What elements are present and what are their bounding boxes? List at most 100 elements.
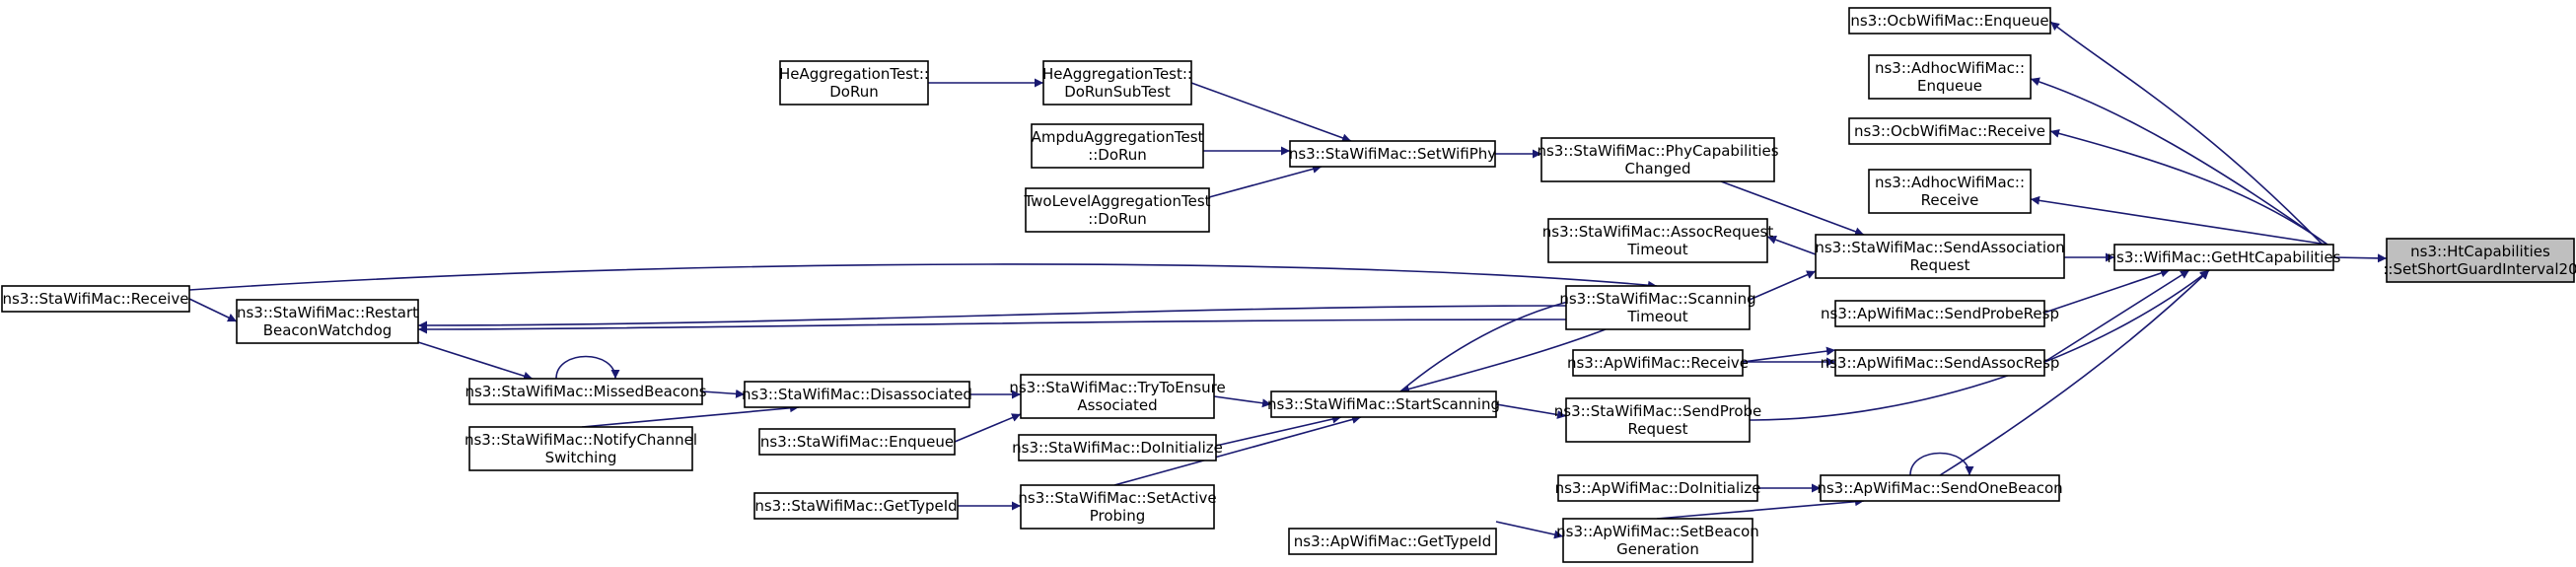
- node-twolevel[interactable]: TwoLevelAggregationTest::DoRun: [1023, 187, 1211, 233]
- node-label: ns3::ApWifiMac::SendProbeResp: [1821, 305, 2059, 322]
- node-label: ns3::StaWifiMac::GetTypeId: [754, 497, 957, 515]
- edge-4: [2030, 195, 2328, 246]
- node-box: [1815, 234, 2065, 279]
- node-label: Receive: [1921, 191, 1979, 209]
- node-label: Request: [1910, 256, 1970, 274]
- node-label: ns3::StaWifiMac::Receive: [3, 290, 189, 308]
- node-ocbrecv[interactable]: ns3::OcbWifiMac::Receive: [1848, 117, 2051, 145]
- edge-35: [188, 263, 1658, 291]
- node-box: [236, 299, 419, 344]
- edge-8: [1939, 269, 2210, 476]
- node-label: HeAggregationTest::: [779, 65, 929, 83]
- node-starecv[interactable]: ns3::StaWifiMac::Receive: [1, 285, 190, 313]
- node-ampdu[interactable]: AmpduAggregationTest::DoRun: [1031, 123, 1204, 169]
- node-label: ::DoRun: [1088, 146, 1147, 164]
- node-hedosub[interactable]: HeAggregationTest::DoRunSubTest: [1042, 60, 1192, 106]
- node-aprecv[interactable]: ns3::ApWifiMac::Receive: [1567, 349, 1749, 377]
- edge-9: [1720, 180, 1865, 237]
- node-disassoc[interactable]: ns3::StaWifiMac::Disassociated: [742, 381, 972, 408]
- node-label: ns3::StaWifiMac::TryToEnsure: [1009, 379, 1225, 396]
- edge-31: [701, 389, 746, 398]
- node-box: [1031, 123, 1204, 169]
- node-adhocrecv[interactable]: ns3::AdhocWifiMac::Receive: [1868, 169, 2032, 214]
- node-label: Probing: [1090, 507, 1146, 525]
- node-box: [1289, 140, 1496, 168]
- edge-32: [581, 403, 800, 428]
- node-box: [1270, 390, 1497, 418]
- node-box: [2386, 238, 2575, 283]
- node-ocbenq[interactable]: ns3::OcbWifiMac::Enqueue: [1848, 7, 2051, 35]
- node-label: ns3::ApWifiMac::SendAssocResp: [1821, 354, 2060, 372]
- node-box: [753, 492, 959, 520]
- edge-18: [1190, 82, 1352, 143]
- node-label: Associated: [1077, 396, 1157, 414]
- node-label: ns3::ApWifiMac::DoInitialize: [1555, 479, 1761, 497]
- node-label: ns3::StaWifiMac::SetWifiPhy: [1289, 145, 1496, 163]
- node-box: [744, 381, 970, 408]
- node-label: Changed: [1625, 160, 1691, 177]
- node-label: ns3::StaWifiMac::Enqueue: [760, 433, 954, 451]
- node-stagettypeid[interactable]: ns3::StaWifiMac::GetTypeId: [753, 492, 959, 520]
- node-staenq[interactable]: ns3::StaWifiMac::Enqueue: [758, 428, 956, 456]
- node-box: [468, 378, 703, 405]
- edge-27: [1113, 415, 1362, 486]
- edge-20: [1208, 165, 1323, 198]
- node-label: DoRun: [829, 83, 879, 101]
- node-box: [1018, 434, 1217, 461]
- node-apdoinit[interactable]: ns3::ApWifiMac::DoInitialize: [1555, 474, 1761, 502]
- node-label: Timeout: [1626, 308, 1687, 325]
- edge-11: [1749, 270, 1817, 301]
- node-stadoinit[interactable]: ns3::StaWifiMac::DoInitialize: [1012, 434, 1223, 461]
- edge-0: [2332, 253, 2388, 263]
- edge-3: [2049, 128, 2328, 246]
- node-label: HeAggregationTest::: [1042, 65, 1192, 83]
- node-label: ns3::StaWifiMac::NotifyChannel: [465, 431, 697, 449]
- node-box: [1848, 7, 2051, 35]
- node-box: [1042, 60, 1192, 106]
- node-htcap[interactable]: ns3::HtCapabilities::SetShortGuardInterv…: [2383, 238, 2576, 283]
- edge-25: [1213, 395, 1272, 408]
- node-label: ns3::ApWifiMac::SetBeacon: [1556, 523, 1759, 540]
- edge-26: [1215, 414, 1342, 447]
- edge-21: [1495, 403, 1567, 419]
- node-startscan[interactable]: ns3::StaWifiMac::StartScanning: [1267, 390, 1500, 418]
- node-adhocenq[interactable]: ns3::AdhocWifiMac::Enqueue: [1868, 54, 2032, 100]
- edge-39: [1399, 328, 1607, 393]
- node-box: [2113, 244, 2334, 271]
- node-missed[interactable]: ns3::StaWifiMac::MissedBeacons: [465, 378, 707, 405]
- node-onebeacon[interactable]: ns3::ApWifiMac::SendOneBeacon: [1817, 474, 2063, 502]
- node-probersp[interactable]: ns3::ApWifiMac::SendProbeResp: [1821, 300, 2059, 327]
- node-label: ns3::StaWifiMac::SetActive: [1018, 489, 1216, 507]
- edge-34: [188, 298, 238, 322]
- node-box: [1565, 285, 1751, 330]
- node-box: [1020, 484, 1215, 530]
- node-label: ns3::AdhocWifiMac::: [1875, 174, 2025, 191]
- node-assocrsp[interactable]: ns3::ApWifiMac::SendAssocResp: [1821, 349, 2060, 377]
- node-box: [1540, 137, 1775, 182]
- node-box: [1562, 518, 1753, 563]
- node-box: [1868, 54, 2032, 100]
- node-getht[interactable]: ns3::WifiMac::GetHtCapabilities: [2108, 244, 2341, 271]
- node-label: Request: [1628, 420, 1688, 438]
- node-box: [1834, 300, 2045, 327]
- node-label: ns3::AdhocWifiMac::: [1875, 59, 2025, 77]
- node-box: [1025, 187, 1210, 233]
- node-setphy[interactable]: ns3::StaWifiMac::SetWifiPhy: [1289, 140, 1496, 168]
- node-hedorun[interactable]: HeAggregationTest::DoRun: [779, 60, 929, 106]
- node-box: [1820, 474, 2060, 502]
- edge-6: [2043, 268, 2171, 314]
- node-box: [1547, 218, 1768, 263]
- node-label: ns3::StaWifiMac::SendAssociation: [1815, 239, 2064, 256]
- node-box: [1020, 374, 1215, 419]
- node-apgettypeid[interactable]: ns3::ApWifiMac::GetTypeId: [1288, 528, 1497, 555]
